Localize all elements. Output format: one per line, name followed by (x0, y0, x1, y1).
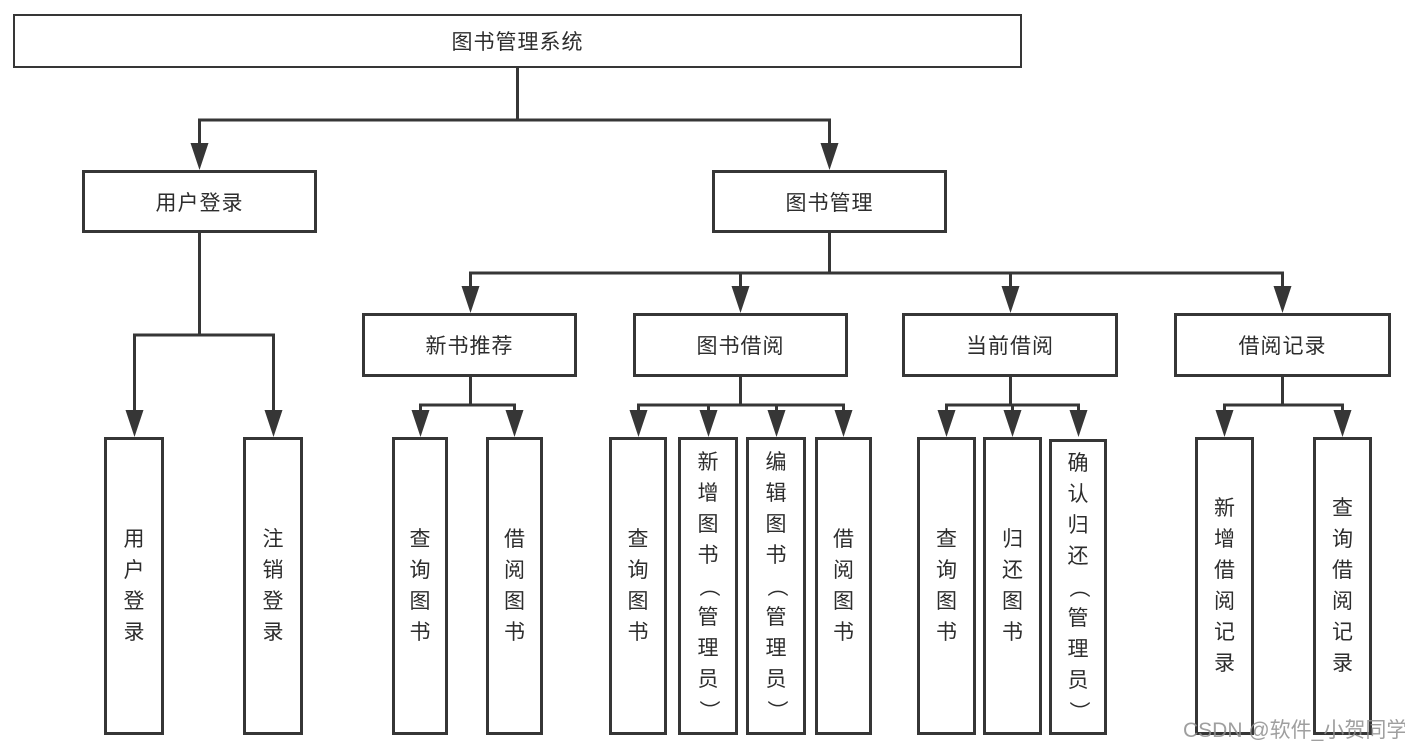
leaf-current-query-book: 查询图书 (917, 437, 976, 735)
leaf-user-login: 用户登录 (104, 437, 164, 735)
leaf-borrow-book: 借阅图书 (815, 437, 872, 735)
connector-borrow-records (1223, 377, 1344, 412)
leaf-borrow-query-book: 查询图书 (609, 437, 667, 735)
connector-user-login (133, 233, 275, 412)
node-root-label: 图书管理系统 (451, 31, 584, 54)
node-book-mgmt-label: 图书管理 (785, 191, 874, 215)
node-new-book-rec-label: 新书推荐 (425, 335, 514, 358)
node-current-borrow-label: 当前借阅 (966, 335, 1054, 358)
node-book-mgmt: 图书管理 (712, 170, 947, 233)
connector-new-book (419, 377, 516, 412)
leaf-confirm-return-admin: 确认归还（管理员） (1049, 439, 1107, 735)
connector-book-mgmt (469, 233, 1284, 288)
leaf-return-book: 归还图书 (983, 437, 1042, 735)
leaf-newrec-query-book: 查询图书 (392, 437, 448, 735)
node-borrow-records: 借阅记录 (1174, 313, 1391, 377)
leaf-newrec-borrow-book: 借阅图书 (486, 437, 543, 735)
connector-book-borrow (637, 377, 845, 412)
node-book-borrow-label: 图书借阅 (696, 335, 785, 358)
node-borrow-records-label: 借阅记录 (1238, 335, 1327, 358)
node-book-borrow: 图书借阅 (633, 313, 848, 377)
leaf-add-book-admin: 新增图书（管理员） (678, 437, 738, 735)
leaf-logout: 注销登录 (243, 437, 303, 735)
node-current-borrow: 当前借阅 (902, 313, 1118, 377)
node-new-book-rec: 新书推荐 (362, 313, 577, 377)
leaf-add-borrow-record: 新增借阅记录 (1195, 437, 1254, 735)
connector-root (198, 68, 831, 145)
node-root: 图书管理系统 (13, 14, 1022, 68)
node-user-login-label: 用户登录 (155, 191, 244, 215)
leaf-edit-book-admin: 编辑图书（管理员） (746, 437, 806, 735)
connector-current-borrow (945, 377, 1080, 412)
leaf-query-borrow-record: 查询借阅记录 (1313, 437, 1372, 735)
arrowheads (125, 143, 1352, 437)
node-user-login: 用户登录 (82, 170, 317, 233)
